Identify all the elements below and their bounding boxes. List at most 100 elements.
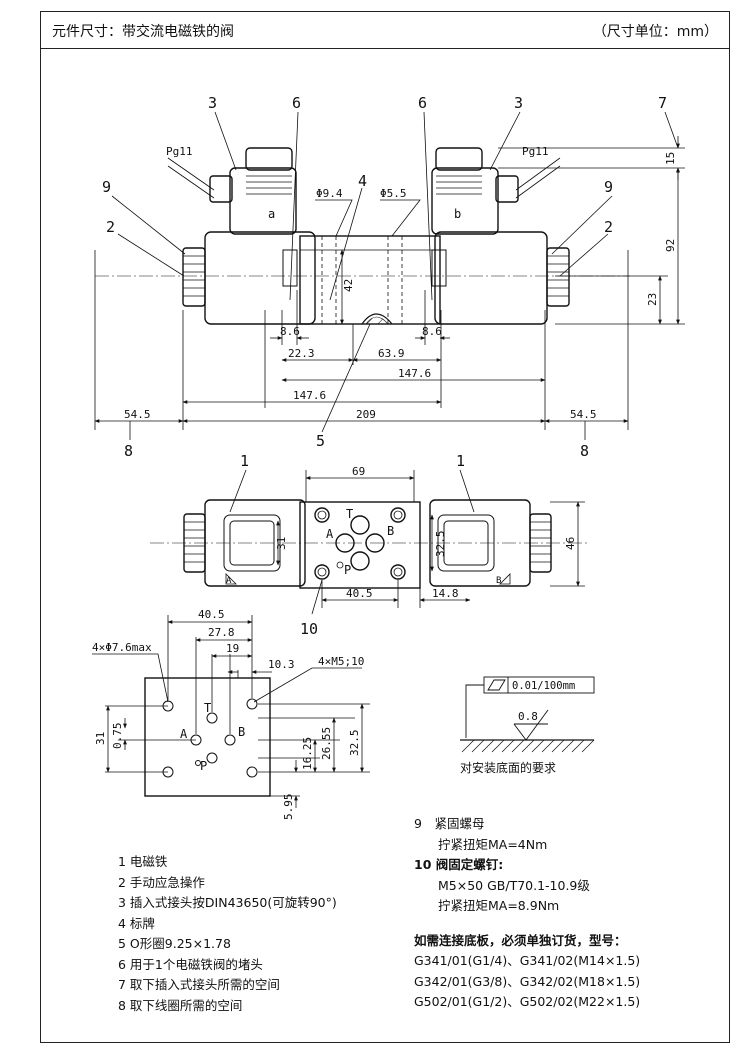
mounting-face-outline: [144, 677, 271, 797]
dim-phi-9-4: Φ9.4: [316, 187, 343, 200]
dim-46: 46: [564, 537, 577, 550]
unit-note: （尺寸单位：mm）: [592, 24, 718, 40]
manual-override-left: [182, 247, 206, 307]
pg-label-right: Pg11: [522, 145, 549, 158]
legend-item-6: 6 用于1个电磁铁阀的堵头: [118, 956, 263, 972]
dim-54-5-right: 54.5: [570, 408, 597, 421]
port-t-plan: T: [346, 507, 353, 521]
callout-6-right: 6: [418, 94, 427, 112]
solenoid-left: [204, 231, 316, 325]
legend-item-9-title: 9 紧固螺母: [414, 816, 485, 831]
elevation-labels: 3 6 6 3 7 9 9 2 2 4 5 8 8 Pg11 Pg11 a b …: [102, 94, 677, 460]
callout-10: 10: [300, 620, 318, 638]
order-line-2: G342/01(G3/8)、G342/02(M18×1.5): [414, 973, 641, 989]
corner-label-a: A: [226, 576, 232, 586]
callout-1-right: 1: [456, 452, 465, 470]
callout-1-left: 1: [240, 452, 249, 470]
manual-override-right: [546, 247, 570, 307]
legend-item-9-detail: 拧紧扭矩MA=4Nm: [438, 836, 548, 852]
dim-40-5-plan: 40.5: [346, 587, 373, 600]
dim-69: 69: [352, 465, 365, 478]
legend-left: 1 电磁铁 2 手动应急操作 3 插入式接头按DIN43650(可旋转90°) …: [118, 852, 337, 1016]
dim-54-5-left: 54.5: [124, 408, 151, 421]
callout-3-left: 3: [208, 94, 217, 112]
corner-label-b: B: [496, 576, 501, 586]
dim-27-8: 27.8: [208, 626, 235, 639]
connector-right: [431, 167, 499, 235]
dim-209: 209: [356, 408, 376, 421]
dim-8-6-right: 8.6: [422, 325, 442, 338]
legend-item-1: 1 电磁铁: [118, 854, 168, 869]
hole-label: 4×Φ7.6max: [92, 641, 152, 654]
dim-32-5-plan: 32.5: [434, 531, 447, 558]
legend-right: 9 紧固螺母 拧紧扭矩MA=4Nm 10 阀固定螺钉: M5×50 GB/T70…: [414, 814, 640, 1013]
mounting-labels: 40.5 27.8 19 10.3 4×Φ7.6max 4×M5;10 31 0…: [92, 608, 364, 820]
plan-dimensions: [229, 469, 585, 615]
connector-left: [229, 167, 297, 235]
pg-label-left: Pg11: [166, 145, 193, 158]
order-line-1: G341/01(G1/4)、G341/02(M14×1.5): [414, 953, 641, 968]
dim-147-6-upper: 147.6: [398, 367, 431, 380]
dim-23: 23: [646, 293, 659, 306]
callout-2-left: 2: [106, 218, 115, 236]
callout-9-left: 9: [102, 178, 111, 196]
dim-92: 92: [664, 239, 677, 252]
dim-42: 42: [342, 279, 355, 292]
dim-8-6-left: 8.6: [280, 325, 300, 338]
cable-gland-left: [209, 175, 233, 203]
callout-2-right: 2: [604, 218, 613, 236]
dim-10-3: 10.3: [268, 658, 295, 671]
surface-caption: 对安装底面的要求: [460, 760, 556, 775]
dim-147-6-lower: 147.6: [293, 389, 326, 402]
plan-valve-body: [299, 501, 421, 589]
callout-8-left: 8: [124, 442, 133, 460]
roughness-value: 0.8: [518, 710, 538, 723]
legend-item-7: 7 取下插入式接头所需的空间: [118, 977, 280, 992]
dim-14-8: 14.8: [432, 587, 459, 600]
dim-32-5-face: 32.5: [348, 730, 361, 757]
legend-item-5: 5 O形圈9.25×1.78: [118, 936, 231, 951]
dim-22-3: 22.3: [288, 347, 315, 360]
callout-9-right: 9: [604, 178, 613, 196]
callout-4: 4: [358, 172, 367, 190]
title-bar: 元件尺寸：带交流电磁铁的阀 （尺寸单位：mm）: [40, 11, 730, 49]
legend-item-2: 2 手动应急操作: [118, 874, 205, 890]
legend-item-8: 8 取下线圈所需的空间: [118, 997, 243, 1013]
dim-19: 19: [226, 642, 239, 655]
callout-3-right: 3: [514, 94, 523, 112]
port-a-face: A: [180, 727, 188, 741]
legend-item-10-detail-2: 拧紧扭矩MA=8.9Nm: [438, 898, 560, 913]
mounting-face: [144, 677, 271, 797]
valve-elevation-view: [95, 147, 630, 325]
drawing-frame: [40, 11, 730, 1043]
legend-item-10-title: 10 阀固定螺钉:: [414, 857, 504, 872]
port-b-plan: B: [387, 524, 394, 538]
coil-label-a: a: [268, 207, 275, 221]
port-t-face: T: [204, 701, 211, 715]
coil-label-b: b: [454, 207, 461, 221]
mounting-dimensions: [92, 615, 370, 808]
legend-item-4: 4 标牌: [118, 915, 155, 931]
port-p-face: P: [200, 759, 207, 773]
drawing-title: 元件尺寸：带交流电磁铁的阀: [52, 24, 234, 40]
solenoid-right: [434, 231, 548, 325]
valve-plan-view: [150, 499, 590, 589]
legend-item-10-detail-1: M5×50 GB/T70.1-10.9级: [438, 877, 590, 893]
dim-15: 15: [664, 152, 677, 165]
cable-gland-right: [495, 175, 519, 203]
dim-63-9: 63.9: [378, 347, 405, 360]
dim-16-25: 16.25: [301, 737, 314, 770]
flatness-value: 0.01/100mm: [512, 680, 575, 692]
port-a-plan: A: [326, 527, 334, 541]
surface-requirement: [460, 676, 595, 753]
plan-labels: 1 1 10 69 31 32.5 46 40.5 14.8 T A B P A…: [226, 452, 577, 638]
legend-item-3: 3 插入式接头按DIN43650(可旋转90°): [118, 895, 337, 910]
callout-8-right: 8: [580, 442, 589, 460]
dim-phi-5-5: Φ5.5: [380, 187, 407, 200]
order-line-3: G502/01(G1/2)、G502/02(M22×1.5): [414, 994, 641, 1009]
port-b-face: B: [238, 725, 245, 739]
dim-26-55: 26.55: [320, 727, 333, 760]
callout-5: 5: [316, 432, 325, 450]
order-title: 如需连接底板，必须单独订货，型号：: [414, 932, 627, 948]
